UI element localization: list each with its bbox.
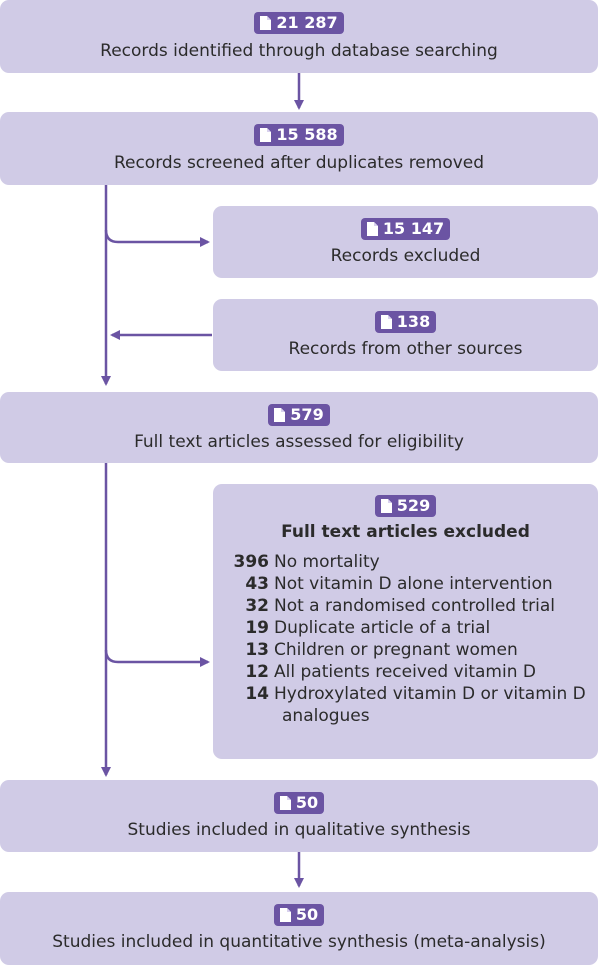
records-identified-box: 21 287 Records identified through databa… (0, 0, 598, 73)
exclusion-reason: 43 Not vitamin D alone intervention (213, 573, 593, 595)
document-icon (260, 128, 272, 142)
other-sources-label: Records from other sources (288, 339, 523, 359)
exclusion-reason: 12 All patients received vitamin D (213, 661, 593, 683)
qualitative-count: 50 (295, 793, 319, 812)
records-identified-count: 21 287 (276, 13, 338, 32)
exclusion-reason-count: 13 (245, 640, 269, 660)
records-excluded-box: 15 147 Records excluded (213, 206, 598, 278)
exclusion-reason-text: Duplicate article of a trial (274, 618, 491, 638)
quantitative-count-badge: 50 (273, 904, 325, 926)
document-icon (380, 315, 392, 329)
other-sources-box: 138 Records from other sources (213, 299, 598, 371)
records-screened-count: 15 588 (276, 125, 338, 144)
exclusion-reason-count: 396 (233, 552, 270, 572)
quantitative-synthesis-box: 50 Studies included in quantitative synt… (0, 892, 598, 965)
exclusion-reason-count: 12 (245, 662, 269, 682)
qualitative-count-badge: 50 (273, 792, 325, 814)
exclusion-reason: 19 Duplicate article of a trial (213, 617, 593, 639)
qualitative-synthesis-box: 50 Studies included in qualitative synth… (0, 780, 598, 852)
fulltext-assessed-label: Full text articles assessed for eligibil… (134, 432, 464, 452)
quantitative-count: 50 (295, 905, 319, 924)
records-excluded-count-badge: 15 147 (360, 218, 451, 240)
document-icon (279, 796, 291, 810)
fulltext-assessed-count: 579 (290, 405, 324, 424)
exclusion-reason: 396 No mortality (213, 551, 593, 573)
exclusion-reasons-list: 396 No mortality 43 Not vitamin D alone … (213, 551, 593, 727)
other-sources-count: 138 (396, 312, 431, 331)
exclusion-reason-text: Not a randomised controlled trial (274, 596, 555, 616)
fulltext-excluded-count-badge: 529 (374, 495, 437, 517)
fulltext-assessed-count-badge: 579 (268, 404, 330, 426)
exclusion-reason-text: All patients received vitamin D (274, 662, 536, 682)
exclusion-reason-count: 19 (245, 618, 269, 638)
exclusion-reason-text: Not vitamin D alone intervention (274, 574, 553, 594)
exclusion-reason-count: 43 (245, 574, 269, 594)
exclusion-reason-text: No mortality (274, 552, 380, 572)
exclusion-reason: 14 Hydroxylated vitamin D or vitamin D a… (213, 683, 593, 727)
fulltext-excluded-box: 529 Full text articles excluded 396 No m… (213, 484, 598, 759)
exclusion-reason-text-continued: analogues (282, 706, 370, 726)
exclusion-reason: 32 Not a randomised controlled trial (213, 595, 593, 617)
document-icon (366, 222, 378, 236)
exclusion-reason-text: Children or pregnant women (274, 640, 518, 660)
quantitative-label: Studies included in quantitative synthes… (52, 932, 546, 952)
exclusion-reason-text: Hydroxylated vitamin D or vitamin D (274, 684, 586, 704)
arrow-to-records-excluded (104, 229, 210, 247)
fulltext-excluded-count: 529 (396, 496, 431, 515)
exclusion-reason-count: 32 (245, 596, 269, 616)
qualitative-label: Studies included in qualitative synthesi… (127, 820, 471, 840)
fulltext-assessed-box: 579 Full text articles assessed for elig… (0, 392, 598, 463)
records-excluded-label: Records excluded (330, 246, 481, 266)
other-sources-count-badge: 138 (374, 311, 437, 333)
exclusion-reason-count: 14 (245, 684, 269, 704)
document-icon (274, 408, 286, 422)
document-icon (380, 499, 392, 513)
records-identified-label: Records identified through database sear… (100, 41, 498, 61)
records-screened-count-badge: 15 588 (254, 124, 344, 146)
document-icon (279, 908, 291, 922)
records-screened-label: Records screened after duplicates remove… (113, 153, 485, 173)
records-excluded-count: 15 147 (382, 219, 445, 238)
records-screened-box: 15 588 Records screened after duplicates… (0, 112, 598, 185)
exclusion-reason: 13 Children or pregnant women (213, 639, 593, 661)
records-identified-count-badge: 21 287 (254, 12, 344, 34)
fulltext-excluded-label: Full text articles excluded (281, 522, 530, 542)
document-icon (260, 16, 272, 30)
arrow-to-fulltext-excluded (104, 649, 210, 667)
